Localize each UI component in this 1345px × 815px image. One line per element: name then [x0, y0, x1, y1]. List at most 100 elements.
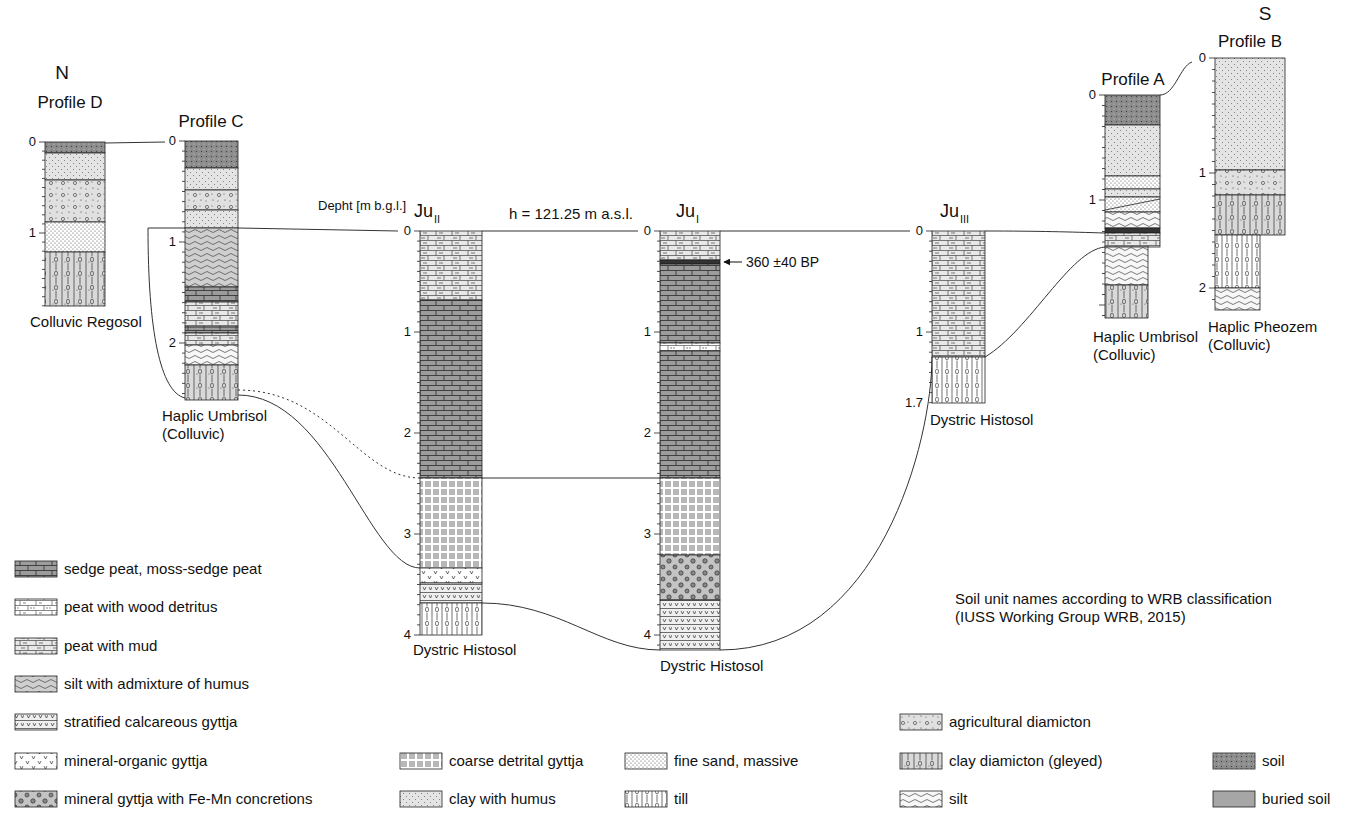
- depth-tick: [657, 624, 660, 625]
- correlation-line: [238, 228, 398, 231]
- depth-tick: [182, 252, 185, 253]
- depth-tick: [182, 161, 185, 162]
- depth-tick: [1102, 126, 1105, 127]
- depth-tick: [1212, 138, 1215, 139]
- depth-tick: [1212, 299, 1215, 300]
- legend-swatch: [400, 791, 442, 807]
- depth-tick: [42, 205, 45, 206]
- depth-tick: [179, 242, 185, 243]
- sediment-layer: [420, 231, 482, 300]
- sediment-layer: [420, 300, 482, 478]
- depth-tick: [1102, 158, 1105, 159]
- legend-swatch: [15, 753, 57, 769]
- depth-tick: [417, 473, 420, 474]
- depth-tick: [42, 151, 45, 152]
- date-label: 360 ±40 BP: [746, 254, 819, 271]
- core-subscript: II: [434, 213, 440, 226]
- sediment-layer: [1105, 95, 1160, 125]
- depth-number: 1: [916, 324, 923, 340]
- sediment-layer: [185, 141, 238, 168]
- depth-tick: [657, 392, 660, 393]
- sediment-layer: [1105, 125, 1160, 176]
- sediment-layer: [420, 603, 482, 635]
- depth-tick: [414, 534, 420, 535]
- depth-tick: [42, 260, 45, 261]
- soil-name: Colluvic Regosol: [30, 313, 142, 331]
- soil-name: Dystric Histosol: [660, 657, 763, 675]
- depth-tick: [1102, 189, 1105, 190]
- depth-tick: [657, 362, 660, 363]
- depth-tick: [1212, 104, 1215, 105]
- depth-tick: [657, 594, 660, 595]
- sediment-layer: [660, 478, 720, 555]
- depth-tick: [1212, 230, 1215, 231]
- depth-number: 4: [404, 627, 411, 643]
- classification-note: Soil unit names according to WRB classif…: [955, 590, 1300, 626]
- legend-label: coarse detrital gyttja: [449, 752, 583, 770]
- depth-tick: [417, 291, 420, 292]
- depth-tick: [42, 214, 45, 215]
- depth-tick: [417, 412, 420, 413]
- legend-label: fine sand, massive: [674, 752, 798, 770]
- sediment-layer: [45, 222, 105, 252]
- sediment-layer: [185, 333, 238, 345]
- profile-title: Profile B: [1218, 32, 1282, 52]
- depth-tick: [657, 311, 660, 312]
- depth-tick: [417, 594, 420, 595]
- sediment-layer: [660, 260, 720, 264]
- depth-tick: [1102, 221, 1105, 222]
- depth-tick: [657, 412, 660, 413]
- depth-tick: [1212, 92, 1215, 93]
- depth-tick: [1099, 200, 1105, 201]
- depth-number: 1: [29, 225, 36, 241]
- depth-tick: [657, 463, 660, 464]
- depth-tick: [414, 433, 420, 434]
- depth-number: 0: [1089, 87, 1096, 103]
- legend-label: soil: [1262, 752, 1285, 770]
- depth-tick: [657, 241, 660, 242]
- depth-tick: [417, 352, 420, 353]
- sediment-layer: [420, 568, 482, 583]
- depth-tick: [1102, 179, 1105, 180]
- depth-tick: [657, 544, 660, 545]
- depth-tick: [417, 382, 420, 383]
- depth-tick: [657, 382, 660, 383]
- depth-tick: [417, 321, 420, 322]
- legend-label: clay with humus: [449, 790, 556, 808]
- depth-number: 4: [644, 627, 651, 643]
- depth-tick: [417, 574, 420, 575]
- sediment-layer: [45, 180, 105, 222]
- correlation-line: [482, 231, 638, 232]
- profile-column: [1105, 95, 1160, 318]
- depth-number: 0: [29, 134, 36, 150]
- depth-tick: [417, 624, 420, 625]
- depth-tick: [1102, 263, 1105, 264]
- depth-tick: [1212, 69, 1215, 70]
- sediment-layer: [660, 343, 720, 351]
- depth-tick: [929, 372, 932, 373]
- soil-name: Dystric Histosol: [413, 641, 516, 659]
- depth-tick: [657, 352, 660, 353]
- depth-tick: [182, 353, 185, 354]
- depth-tick: [417, 453, 420, 454]
- depth-tick: [417, 392, 420, 393]
- sediment-layer: [660, 351, 720, 478]
- depth-tick: [929, 281, 932, 282]
- profile-title: Profile A: [1101, 70, 1164, 90]
- depth-tick: [42, 269, 45, 270]
- legend-swatch: [15, 599, 57, 615]
- depth-tick: [182, 282, 185, 283]
- core-column: [420, 231, 482, 635]
- depth-tick: [929, 352, 932, 353]
- depth-tick: [414, 332, 420, 333]
- depth-tick: [929, 362, 932, 363]
- sediment-layer: [45, 252, 105, 306]
- legend-label: clay diamicton (gleyed): [949, 752, 1102, 770]
- sediment-layer: [185, 228, 238, 287]
- depth-tick: [1212, 196, 1215, 197]
- sediment-layer: [660, 264, 720, 343]
- depth-tick: [1209, 288, 1215, 289]
- depth-tick: [182, 393, 185, 394]
- profile-column: [45, 142, 105, 306]
- depth-tick: [657, 372, 660, 373]
